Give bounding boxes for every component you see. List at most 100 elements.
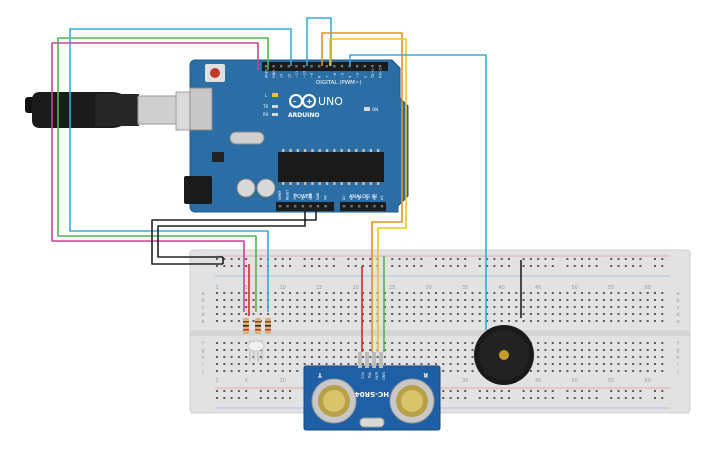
- digital-pin-label: RX←0: [379, 68, 383, 78]
- breadboard-row-letter: d: [201, 312, 204, 318]
- digital-pin-label: GND: [272, 70, 276, 78]
- digital-pin-label: 4: [348, 76, 352, 78]
- breadboard-col-number: 10: [280, 285, 286, 291]
- breadboard-col-number: 5: [245, 285, 248, 291]
- digital-pin-label: ~9: [310, 73, 314, 78]
- sensor-model-label: HC-SR04: [355, 390, 389, 398]
- resistor-2: [255, 318, 261, 334]
- breadboard-row-letter: g: [676, 348, 679, 354]
- breadboard-row-letter: e: [676, 319, 679, 325]
- sensor-pin-label: Trig: [368, 371, 372, 378]
- atmega-chip: [278, 152, 384, 182]
- power-pin-label: 3.3V: [293, 192, 297, 200]
- breadboard-col-number: 60: [645, 378, 651, 384]
- sensor-pins: [358, 352, 383, 368]
- breadboard-row-letter: f: [677, 341, 679, 347]
- breadboard-col-number: 25: [389, 285, 395, 291]
- breadboard-row-letter: j: [201, 369, 203, 375]
- breadboard-col-number: 50: [572, 285, 578, 291]
- wire-black-2: [157, 206, 306, 258]
- resistor-1: [243, 318, 249, 334]
- led-l: [272, 93, 278, 97]
- breadboard-col-number: 35: [462, 378, 468, 384]
- sensor-t-label: T: [317, 371, 322, 378]
- breadboard-col-number: 45: [535, 378, 541, 384]
- breadboard-col-number: 5: [245, 378, 248, 384]
- digital-pin-label: ~11: [295, 71, 299, 78]
- breadboard-col-number: 55: [608, 285, 614, 291]
- analog-header: [340, 202, 386, 211]
- analog-pin-label: A4: [372, 196, 376, 200]
- wire-blue-resistor: [69, 28, 292, 312]
- board-brand: ARDUINO: [288, 112, 319, 119]
- resistors: [243, 318, 271, 334]
- digital-pin-label: ~5: [341, 73, 345, 78]
- breadboard-row-letter: b: [201, 298, 204, 304]
- wire-magenta: [51, 42, 259, 312]
- analog-header-label: ANALOG IN: [349, 194, 377, 200]
- wire-green: [57, 37, 269, 312]
- breadboard-row-letter: c: [677, 305, 680, 311]
- breadboard-col-number: 30: [426, 285, 432, 291]
- breadboard-row-letter: i: [677, 362, 678, 368]
- power-pin-label: 5V: [301, 195, 305, 200]
- breadboard-row-letter: d: [676, 312, 679, 318]
- power-pin-label: RESET: [286, 190, 290, 200]
- breadboard-row-letter: b: [676, 298, 679, 304]
- breadboard-col-number: 40: [499, 285, 505, 291]
- breadboard-col-number: 20: [353, 285, 359, 291]
- resistor-3: [265, 318, 271, 334]
- breadboard-col-number: 15: [316, 285, 322, 291]
- piezo-buzzer: [474, 325, 534, 385]
- breadboard-col-number: 10: [280, 378, 286, 384]
- power-pin-label: Vin: [324, 195, 328, 200]
- digital-pin-label: ~3: [356, 73, 360, 78]
- breadboard-row-letter: g: [201, 348, 204, 354]
- breadboard-col-number: 35: [462, 285, 468, 291]
- led-l-label: L: [265, 93, 268, 98]
- wire-orange: [321, 32, 403, 352]
- sensor-pin-label: Echo: [375, 372, 379, 380]
- digital-pin-label: 2: [363, 76, 367, 78]
- led-rx-label: RX: [263, 112, 269, 117]
- digital-pin-label: 12: [287, 74, 291, 78]
- breadboard-col-number: 60: [645, 285, 651, 291]
- digital-pin-label: 7: [325, 76, 329, 78]
- sensor-pin-label: VCC: [361, 372, 365, 380]
- analog-pin-label: A3: [365, 196, 369, 200]
- breadboard-col-number: 55: [608, 378, 614, 384]
- breadboard-row-letter: a: [676, 291, 679, 297]
- analog-pin-label: A2: [357, 196, 361, 200]
- power-header-label: POWER: [294, 194, 313, 200]
- rgb-led: [247, 340, 265, 362]
- breadboard-row-letter: i: [202, 362, 203, 368]
- breadboard-col-number: 1: [215, 378, 218, 384]
- wires: [51, 17, 522, 352]
- digital-pin-label: ~6: [333, 73, 337, 78]
- digital-pin-label: ~10: [303, 71, 307, 78]
- sensor-r-label: R: [423, 371, 428, 378]
- breadboard-col-number: 45: [535, 285, 541, 291]
- arduino-logo: – +: [289, 94, 316, 108]
- breadboard-row-letter: e: [201, 319, 204, 325]
- power-pin-label: GND: [316, 192, 320, 200]
- analog-pin-label: A5: [380, 196, 384, 200]
- breadboard-row-letter: c: [202, 305, 205, 311]
- breadboard-row-letter: f: [202, 341, 204, 347]
- sensor-pin-label: GND: [382, 372, 386, 380]
- led-tx-label: TX: [262, 104, 268, 109]
- wire-black-gnd: [151, 206, 317, 265]
- led-on: [364, 107, 370, 111]
- breadboard-row-letter: a: [201, 291, 204, 297]
- svg-text:+: +: [306, 97, 313, 106]
- breadboard-col-number: 50: [572, 378, 578, 384]
- digital-header-label: DIGITAL (PWM~): [316, 80, 362, 86]
- analog-pin-label: A0: [342, 196, 346, 200]
- analog-pin-label: A1: [350, 196, 354, 200]
- digital-pin-label: 8: [318, 76, 322, 78]
- breadboard-col-number: 1: [215, 285, 218, 291]
